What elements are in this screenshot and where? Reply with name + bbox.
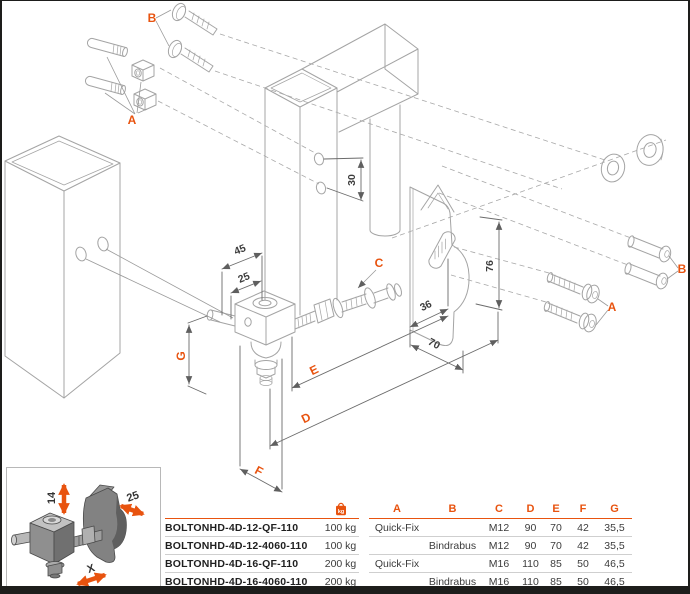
anchor-set bbox=[84, 37, 157, 111]
value-c: M16 bbox=[488, 557, 510, 570]
value-f: 50 bbox=[577, 575, 589, 588]
table-header-row: A B C D E F G bbox=[369, 499, 632, 519]
washers bbox=[600, 134, 664, 183]
callout-b-top: B bbox=[147, 11, 157, 25]
flange-bolts bbox=[543, 272, 600, 333]
value-g: 46,5 bbox=[604, 575, 625, 588]
inset-dim-vertical: 14 bbox=[46, 491, 58, 505]
callout-a-right: A bbox=[607, 300, 617, 314]
value-d: 90 bbox=[524, 521, 537, 534]
col-header-a: A bbox=[393, 502, 401, 515]
product-code: BOLTONHD-4D-16-QF-110 bbox=[165, 557, 299, 570]
value-f: 42 bbox=[577, 521, 589, 534]
dimension-lines bbox=[185, 157, 503, 493]
callout-a-top: A bbox=[127, 113, 137, 127]
value-g: 46,5 bbox=[604, 557, 625, 570]
value-f: 42 bbox=[577, 539, 589, 552]
hinge-assembly bbox=[206, 283, 402, 386]
table-row: Quick-Fix M16 110 85 50 46,5 bbox=[369, 555, 632, 573]
table-row: BOLTONHD-4D-16-4060-110 200 kg bbox=[165, 573, 359, 590]
svg-text:kg: kg bbox=[337, 509, 343, 515]
col-header-f: F bbox=[579, 502, 587, 515]
value-d: 90 bbox=[524, 539, 537, 552]
value-d: 110 bbox=[522, 575, 539, 588]
value-c: M12 bbox=[488, 521, 510, 534]
value-e: 85 bbox=[550, 575, 562, 588]
dim-hole-spacing: 30 bbox=[346, 174, 358, 186]
table-row: BOLTONHD-4D-16-QF-110 200 kg bbox=[165, 555, 359, 573]
socket-bolts bbox=[624, 235, 672, 290]
gate-post bbox=[4, 135, 121, 399]
table-row: BOLTONHD-4D-12-QF-110 100 kg bbox=[165, 519, 359, 537]
max-weight: 100 kg bbox=[324, 539, 357, 552]
spec-table-dimensions: A B C D E F G Quick-Fix M12 90 70 42 35,… bbox=[369, 499, 632, 590]
value-a: Quick-Fix bbox=[374, 521, 420, 534]
callout-c: C bbox=[374, 256, 384, 270]
table-row: Bindrabus M12 90 70 42 35,5 bbox=[369, 537, 632, 555]
col-header-e: E bbox=[552, 502, 560, 515]
value-e: 70 bbox=[550, 521, 562, 534]
value-c: M12 bbox=[488, 539, 510, 552]
value-e: 70 bbox=[550, 539, 562, 552]
table-header-row: kg bbox=[165, 499, 359, 519]
projection-lines bbox=[157, 33, 667, 303]
value-e: 85 bbox=[550, 557, 562, 570]
max-weight: 100 kg bbox=[324, 521, 357, 534]
callout-b-right: B bbox=[677, 262, 687, 276]
page-footer-bar bbox=[2, 586, 688, 594]
max-weight: 200 kg bbox=[324, 575, 357, 588]
table-row: BOLTONHD-4D-12-4060-110 100 kg bbox=[165, 537, 359, 555]
drop-tube bbox=[369, 104, 401, 237]
col-header-g: G bbox=[610, 502, 619, 515]
dim-plate-height: 76 bbox=[484, 260, 496, 272]
weight-icon: kg bbox=[322, 501, 359, 516]
value-c: M16 bbox=[488, 575, 510, 588]
value-g: 35,5 bbox=[604, 521, 625, 534]
inset-arrows bbox=[58, 483, 145, 587]
table-row: Bindrabus M16 110 85 50 46,5 bbox=[369, 573, 632, 590]
value-d: 110 bbox=[522, 557, 539, 570]
max-weight: 200 kg bbox=[324, 557, 357, 570]
value-a: Quick-Fix bbox=[374, 557, 420, 570]
product-code: BOLTONHD-4D-12-4060-110 bbox=[165, 539, 308, 552]
carriage-bolts bbox=[167, 2, 218, 73]
spec-table-products: kg BOLTONHD-4D-12-QF-110 100 kg BOLTONHD… bbox=[165, 499, 359, 590]
table-row: Quick-Fix M12 90 70 42 35,5 bbox=[369, 519, 632, 537]
col-header-b: B bbox=[448, 502, 457, 515]
product-code: BOLTONHD-4D-12-QF-110 bbox=[165, 521, 299, 534]
product-code: BOLTONHD-4D-16-4060-110 bbox=[165, 575, 308, 588]
col-header-c: C bbox=[495, 502, 503, 515]
col-header-d: D bbox=[526, 502, 535, 515]
value-b: Bindrabus bbox=[428, 539, 477, 552]
inset-hinge bbox=[11, 484, 127, 579]
value-f: 50 bbox=[577, 557, 589, 570]
gate-frame bbox=[264, 23, 419, 316]
spec-table: kg BOLTONHD-4D-12-QF-110 100 kg BOLTONHD… bbox=[165, 499, 632, 588]
value-b: Bindrabus bbox=[428, 575, 477, 588]
callout-g: G bbox=[174, 351, 188, 361]
leader-lines bbox=[85, 9, 679, 326]
value-g: 35,5 bbox=[604, 539, 625, 552]
wall-plate bbox=[409, 184, 470, 346]
